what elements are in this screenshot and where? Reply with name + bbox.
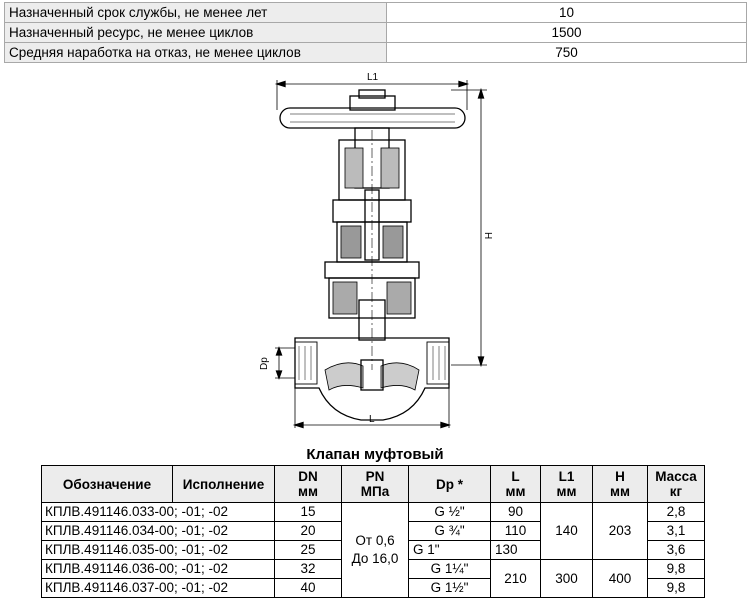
l1-unit: мм bbox=[556, 484, 577, 499]
dn-cell: 40 bbox=[274, 578, 342, 598]
dn-cell: 15 bbox=[274, 502, 342, 522]
dp-cell: G 1¼" bbox=[408, 559, 491, 579]
pn-range-from: От 0,6 bbox=[355, 533, 395, 548]
l-header: L bbox=[511, 469, 520, 484]
dim-l1-label: L1 bbox=[367, 72, 379, 83]
spec-row: Назначенный срок службы, не менее лет 10 bbox=[4, 2, 747, 23]
l1-header: L1 bbox=[558, 469, 575, 484]
mass-unit: кг bbox=[669, 484, 683, 499]
spec-label: Назначенный ресурс, не менее циклов bbox=[4, 22, 387, 43]
spec-value: 1500 bbox=[386, 22, 747, 43]
dn-header: DN bbox=[298, 469, 318, 484]
pn-cell: От 0,6 До 16,0 bbox=[341, 502, 409, 598]
spec-value: 750 bbox=[386, 42, 747, 63]
h-cell: 203 bbox=[592, 502, 648, 560]
dim-h-label: H bbox=[482, 232, 493, 239]
mass-cell: 2,8 bbox=[647, 502, 705, 522]
dn-cell: 20 bbox=[274, 521, 342, 541]
dn-cell: 32 bbox=[274, 559, 342, 579]
table-caption: Клапан муфтовый bbox=[306, 446, 444, 463]
dp-cell: G 1" bbox=[408, 540, 491, 560]
col-header-designation: Обозначение bbox=[41, 465, 173, 503]
dp-cell: G 1½" bbox=[408, 578, 491, 598]
spec-row: Средняя наработка на отказ, не менее цик… bbox=[4, 42, 747, 63]
spec-value: 10 bbox=[386, 2, 747, 23]
designation-cell: КПЛВ.491146.037-00; -01; -02 bbox=[41, 578, 275, 598]
dn-cell: 25 bbox=[274, 540, 342, 560]
designation-cell: КПЛВ.491146.034-00; -01; -02 bbox=[41, 521, 275, 541]
h-header: H bbox=[615, 469, 625, 484]
designation-cell: КПЛВ.491146.035-00; -01; -02 bbox=[41, 540, 275, 560]
pn-unit: МПа bbox=[360, 484, 390, 499]
l-unit: мм bbox=[505, 484, 526, 499]
spec-label: Назначенный срок службы, не менее лет bbox=[4, 2, 387, 23]
mass-cell: 9,8 bbox=[647, 559, 705, 579]
specs-table: Назначенный срок службы, не менее лет 10… bbox=[4, 2, 747, 63]
valve-drawing: L1 H Dp L bbox=[259, 72, 493, 429]
dp-cell: G ½" bbox=[408, 502, 491, 522]
l-cell: 110 bbox=[490, 521, 541, 541]
table-row: КПЛВ.491146.037-00; -01; -02 40 G 1½" 9,… bbox=[41, 578, 705, 598]
dn-unit: мм bbox=[298, 484, 318, 499]
pn-header: PN bbox=[365, 469, 385, 484]
dp-cell: G ¾" bbox=[408, 521, 491, 541]
table-row: КПЛВ.491146.036-00; -01; -02 32 G 1¼" 21… bbox=[41, 559, 705, 598]
h-unit: мм bbox=[610, 484, 630, 499]
col-header-version: Исполнение bbox=[172, 465, 275, 503]
mass-cell: 3,1 bbox=[647, 521, 705, 541]
l-cell: 90 bbox=[490, 502, 541, 522]
spec-row: Назначенный ресурс, не менее циклов 1500 bbox=[4, 22, 747, 43]
pn-range-to: До 16,0 bbox=[351, 551, 399, 566]
l1-cell: 300 bbox=[540, 559, 593, 598]
spec-label: Средняя наработка на отказ, не менее цик… bbox=[4, 42, 387, 63]
l-cell: 210 bbox=[490, 559, 541, 598]
designation-cell: КПЛВ.491146.033-00; -01; -02 bbox=[41, 502, 275, 522]
l-cell: 130 bbox=[490, 540, 541, 560]
mass-header: Масса bbox=[655, 469, 697, 484]
h-cell: 400 bbox=[592, 559, 648, 598]
l1-cell: 140 bbox=[540, 502, 593, 560]
mass-cell: 3,6 bbox=[647, 540, 705, 560]
designation-cell: КПЛВ.491146.036-00; -01; -02 bbox=[41, 559, 275, 579]
dim-l-label: L bbox=[369, 414, 375, 425]
mass-cell: 9,8 bbox=[647, 578, 705, 598]
col-header-dp: Dp * bbox=[408, 465, 491, 503]
dim-dp-label: Dp bbox=[259, 357, 270, 370]
